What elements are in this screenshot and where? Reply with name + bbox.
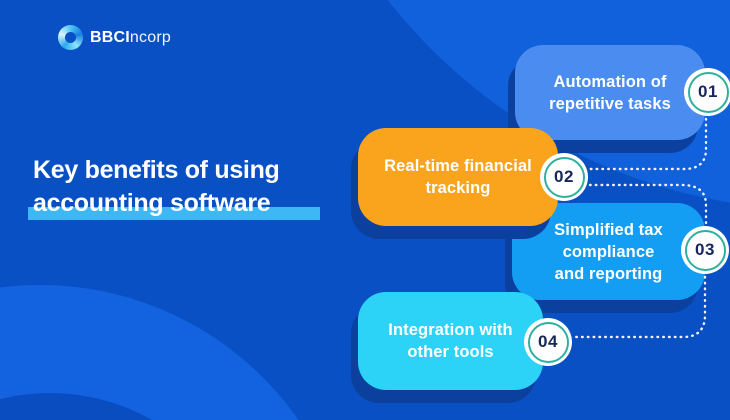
step-badge-04: 04	[524, 318, 572, 366]
benefit-label: Simplified tax compliance and reporting	[554, 220, 663, 283]
badge-ring	[543, 156, 585, 198]
benefit-label: Automation of repetitive tasks	[549, 72, 671, 113]
benefit-card-integration: Integration with other tools	[358, 292, 543, 390]
brand-name: BBCIncorp	[90, 29, 171, 47]
badge-ring	[687, 71, 729, 113]
step-badge-02: 02	[540, 153, 588, 201]
title-block: Key benefits of using accounting softwar…	[28, 154, 363, 220]
swirl-aperture-icon	[58, 25, 83, 50]
benefit-label: Real-time financial tracking	[384, 157, 532, 197]
benefit-card-realtime-tracking: Real-time financial tracking	[358, 128, 558, 226]
badge-number: 04	[538, 332, 558, 351]
badge-number: 03	[695, 240, 715, 259]
brand-name-light: ncorp	[129, 28, 171, 46]
badge-number: 02	[554, 167, 574, 186]
brand-name-bold: BBCI	[90, 28, 130, 46]
brand-logo: BBCIncorp	[58, 25, 171, 50]
step-badge-03: 03	[681, 226, 729, 274]
benefit-card-automation: Automation of repetitive tasks	[515, 45, 705, 140]
badge-number: 01	[698, 82, 718, 101]
step-badge-01: 01	[684, 68, 730, 116]
badge-ring	[527, 321, 569, 363]
title-highlight-bar	[28, 207, 320, 220]
badge-ring	[684, 229, 726, 271]
benefit-label: Integration with other tools	[388, 321, 513, 361]
page-title: Key benefits of using accounting softwar…	[33, 156, 280, 217]
